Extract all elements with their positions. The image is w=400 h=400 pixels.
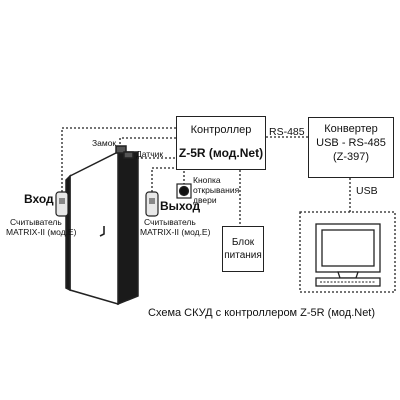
computer-icon (299, 211, 396, 293)
exit-title: Выход (160, 199, 201, 213)
converter-box: Конвертер USB - RS-485 (Z-397) (308, 117, 394, 178)
controller-title: Контроллер (190, 124, 252, 136)
button-label-line2: открывания (193, 185, 240, 195)
power-line2: питания (224, 250, 262, 261)
usb-label: USB (356, 185, 378, 197)
entry-reader-line1: Считыватель (10, 217, 62, 227)
entry-title: Вход (24, 192, 54, 206)
exit-reader-line2: MATRIX-II (мод.E) (140, 227, 211, 237)
converter-model: (Z-397) (332, 151, 370, 163)
door (65, 145, 139, 306)
entry-reader-line2: MATRIX-II (мод.E) (6, 227, 77, 237)
entry-reader-wire (61, 127, 176, 192)
exit-button-icon (176, 183, 192, 199)
entry-reader-icon (55, 191, 69, 217)
converter-line2: USB - RS-485 (316, 137, 386, 149)
lock-wire (119, 137, 176, 148)
lock-label: Замок (92, 138, 117, 148)
exit-reader-line1: Считыватель (144, 217, 196, 227)
button-label-line3: двери (193, 195, 217, 205)
power-line1: Блок (231, 237, 255, 248)
button-label-line1: Кнопка (193, 175, 221, 185)
rs485-label: RS-485 (269, 126, 305, 138)
exit-reader-icon (145, 191, 159, 217)
diagram-caption: Схема СКУД с контроллером Z-5R (мод.Net) (148, 307, 376, 319)
power-block: Блок питания (222, 226, 264, 272)
controller-box: Контроллер Z-5R (мод.Net) (176, 116, 266, 170)
sensor-label: Датчик (136, 149, 164, 159)
controller-model: Z-5R (мод.Net) (178, 146, 264, 160)
converter-title: Конвертер (324, 123, 378, 135)
exit-reader-wire (151, 167, 176, 192)
